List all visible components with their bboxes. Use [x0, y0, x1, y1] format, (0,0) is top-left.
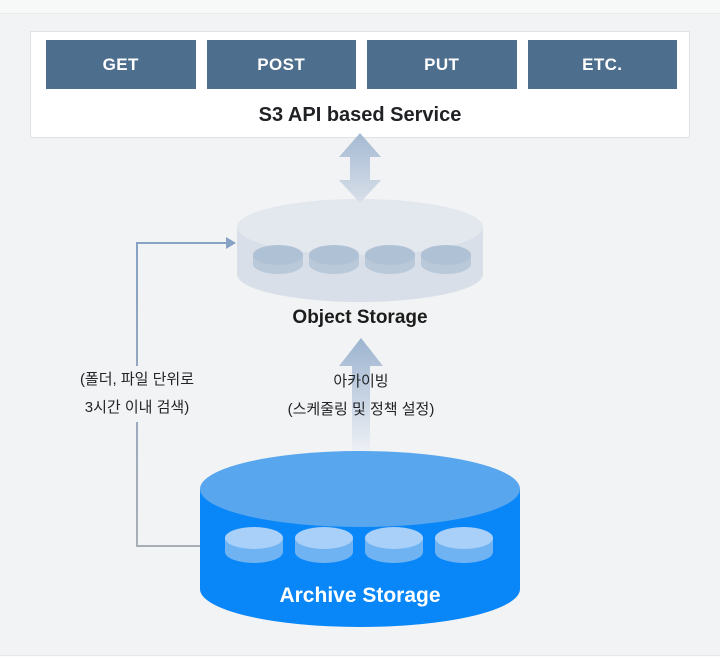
archiving-note-line1: 아카이빙 [333, 373, 389, 390]
storage-disk [365, 245, 415, 274]
retrieval-note-line1: (폴더, 파일 단위로 [79, 371, 195, 388]
archiving-up-arrow-icon [339, 338, 383, 452]
storage-disk [225, 527, 283, 563]
storage-disk [309, 245, 359, 274]
archive-storage-label: Archive Storage [279, 584, 441, 607]
storage-disk [435, 527, 493, 563]
top-divider [0, 0, 720, 14]
archive-storage-cylinder [200, 451, 520, 627]
object-storage-label: Object Storage [292, 307, 428, 328]
bottom-divider [0, 655, 720, 657]
double-arrow-icon [339, 133, 381, 203]
storage-disk [421, 245, 471, 274]
method-button-get: GET [46, 40, 196, 89]
service-title: S3 API based Service [258, 104, 462, 126]
retrieval-note-line2: 3시간 이내 검색) [84, 399, 190, 416]
storage-disk [295, 527, 353, 563]
method-button-put: PUT [367, 40, 517, 89]
storage-disk [365, 527, 423, 563]
archiving-note: 아카이빙 (스케줄링 및 정책 설정) [255, 368, 467, 424]
archiving-note-line2: (스케줄링 및 정책 설정) [287, 401, 435, 418]
object-storage-cylinder [237, 199, 483, 302]
storage-disk [253, 245, 303, 274]
retrieval-note: (폴더, 파일 단위로 3시간 이내 검색) [57, 366, 217, 422]
method-button-etc: ETC. [527, 40, 677, 89]
method-button-post: POST [206, 40, 356, 89]
